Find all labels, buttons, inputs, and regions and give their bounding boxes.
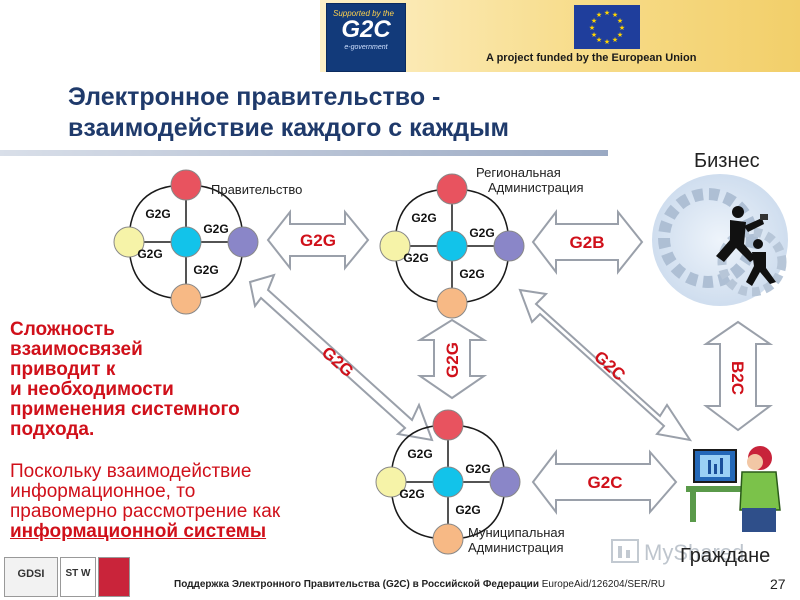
label-regional-line2: Администрация (488, 180, 584, 195)
government-edge-label: G2G (193, 263, 218, 277)
label-business: Бизнес (694, 150, 760, 172)
citizen-illustration (686, 446, 781, 532)
government-node-right (227, 226, 259, 258)
arrow-gov-municipal (248, 273, 434, 442)
regional-edge-label: G2G (403, 251, 428, 265)
municipal-node-left (375, 466, 407, 498)
label-municipal-line2: Администрация (468, 540, 564, 555)
footer-support-text: Поддержка Электронного Правительства (G2… (174, 579, 539, 590)
government-node-center (170, 226, 202, 258)
svg-text:★: ★ (591, 31, 597, 39)
government-edge-label: G2G (145, 207, 170, 221)
svg-text:★: ★ (589, 24, 595, 32)
eu-caption: A project funded by the European Union (486, 52, 697, 64)
government-node-top (170, 169, 202, 201)
svg-text:★: ★ (617, 17, 623, 25)
label-citizens: Граждане (680, 545, 771, 567)
info-line-underlined: информационной системы (10, 521, 267, 542)
arrow-regional-citizens (518, 288, 693, 442)
logo-small-text: Supported by the (333, 9, 394, 18)
complexity-text: Сложность взаимосвязей приводит к и необ… (10, 320, 350, 440)
svg-text:★: ★ (619, 24, 625, 32)
arrow-regional-business (531, 209, 644, 275)
government-edge-label: G2G (203, 222, 228, 236)
svg-text:★: ★ (596, 11, 602, 19)
complexity-line: приводит к (10, 359, 116, 380)
arrow-label-regional-municipal: G2G (443, 342, 462, 378)
arrow-label-regional-business: G2B (570, 233, 605, 252)
logo-sub-text: e-government (344, 44, 388, 51)
regional-node-top (436, 173, 468, 205)
logo-main-text: G2C (341, 16, 391, 43)
municipal-node-top (432, 409, 464, 441)
eu-flag-icon: ★★★ ★★★ ★★★ ★★★ (574, 5, 640, 49)
municipal-edge-label: G2G (465, 462, 490, 476)
regional-node-right (493, 230, 525, 262)
gdsi-logo-text: GDSI (17, 568, 45, 580)
complexity-line: применения системного (10, 399, 240, 420)
regional-node-bottom (436, 287, 468, 319)
arrow-gov-regional (266, 209, 370, 271)
municipal-edge-label: G2G (407, 447, 432, 461)
svg-text:★: ★ (617, 31, 623, 39)
arrow-business-citizens (702, 320, 774, 432)
arrow-regional-municipal (416, 318, 488, 400)
watermark-text: MyShared (644, 540, 744, 565)
info-line: информационное, то (10, 481, 196, 502)
svg-text:★: ★ (604, 9, 610, 17)
government-node-left (113, 226, 145, 258)
municipal-edge-label: G2G (455, 503, 480, 517)
gdsi-logo: GDSI (4, 557, 58, 597)
title-underline (0, 150, 608, 156)
complexity-line: и необходимости (10, 379, 174, 400)
regional-edge-label: G2G (411, 211, 436, 225)
government-edge-label: G2G (137, 247, 162, 261)
stw-logo: ST W (60, 557, 96, 597)
svg-text:★: ★ (596, 36, 602, 44)
stw-logo-text: ST W (65, 568, 91, 579)
regional-edge-label: G2G (459, 267, 484, 281)
info-system-text: Поскольку взаимодействие информационное,… (10, 462, 370, 542)
svg-text:★: ★ (612, 36, 618, 44)
info-line: правомерно рассмотрение как (10, 501, 281, 522)
arrow-label-gov-regional: G2G (300, 231, 336, 250)
complexity-line: взаимосвязей (10, 339, 143, 360)
info-line: Поскольку взаимодействие (10, 461, 252, 482)
arrow-label-municipal-citizens: G2C (588, 473, 623, 492)
municipal-node-bottom (432, 523, 464, 555)
svg-text:★: ★ (612, 11, 618, 19)
municipal-node-center (432, 466, 464, 498)
municipal-node-right (489, 466, 521, 498)
regional-node-left (379, 230, 411, 262)
g2c-logo: Supported by the G2C e-government (326, 3, 406, 72)
business-illustration (652, 174, 788, 306)
arrow-label-business-citizens: B2C (728, 361, 747, 395)
svg-text:★: ★ (591, 17, 597, 25)
government-node-bottom (170, 283, 202, 315)
page-number: 27 (770, 576, 786, 592)
label-regional-line1: Региональная (476, 165, 561, 180)
watermark-icon (611, 539, 639, 563)
page-title: Электронное правительство - взаимодейств… (68, 82, 668, 144)
regional-node-center (436, 230, 468, 262)
svg-text:★: ★ (604, 38, 610, 46)
complexity-line: Сложность (10, 319, 115, 340)
arrow-label-regional-citizens: G2C (590, 347, 629, 385)
partner-logo (98, 557, 130, 597)
label-government: Правительство (211, 182, 303, 197)
label-municipal-line1: Муниципальная (468, 525, 565, 540)
footer-project-ref: EuropeAid/126204/SER/RU (541, 579, 666, 590)
arrow-municipal-citizens (531, 449, 678, 515)
footer-support: Поддержка Электронного Правительства (G2… (174, 579, 665, 590)
municipal-edge-label: G2G (399, 487, 424, 501)
regional-edge-label: G2G (469, 226, 494, 240)
title-line-2: взаимодействие каждого с каждым (68, 114, 510, 142)
title-line-1: Электронное правительство - (68, 83, 441, 111)
complexity-line: подхода. (10, 419, 95, 440)
